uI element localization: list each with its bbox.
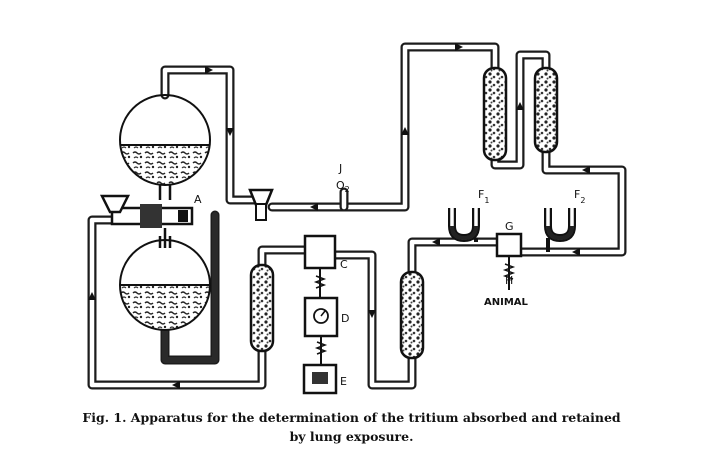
figure-caption: Fig. 1. Apparatus for the determination … <box>0 408 703 446</box>
pump-c <box>303 234 337 298</box>
label-e: E <box>340 375 347 388</box>
label-a: A <box>194 193 202 206</box>
label-f1: F1 <box>478 188 489 205</box>
label-j: J <box>338 162 342 175</box>
column-upper-1 <box>482 66 508 162</box>
label-g: G <box>505 220 514 233</box>
manometer-f2 <box>544 208 576 252</box>
label-h: H <box>505 274 513 287</box>
meter-d <box>303 296 339 365</box>
funnel-inlet <box>248 188 274 221</box>
caption-line-2: by lung exposure. <box>289 429 414 444</box>
column-upper-2 <box>533 66 559 154</box>
upper-flask <box>119 94 211 200</box>
source-e <box>302 363 338 395</box>
column-lower-middle <box>399 270 425 360</box>
flow-arrows <box>88 43 590 389</box>
column-lower-left <box>249 263 275 353</box>
apparatus-diagram: A J O2 C D E F1 F2 G H ANIMAL <box>87 42 627 395</box>
manometer-f1 <box>448 208 480 243</box>
lower-flask <box>119 236 211 331</box>
label-o2: O2 <box>336 179 350 194</box>
caption-line-1: Fig. 1. Apparatus for the determination … <box>82 410 621 425</box>
label-f2: F2 <box>574 188 585 205</box>
label-c: C <box>340 258 348 271</box>
label-d: D <box>341 312 349 325</box>
chamber-g <box>495 232 523 290</box>
stopcock-a <box>99 194 194 248</box>
label-animal: ANIMAL <box>484 297 529 308</box>
